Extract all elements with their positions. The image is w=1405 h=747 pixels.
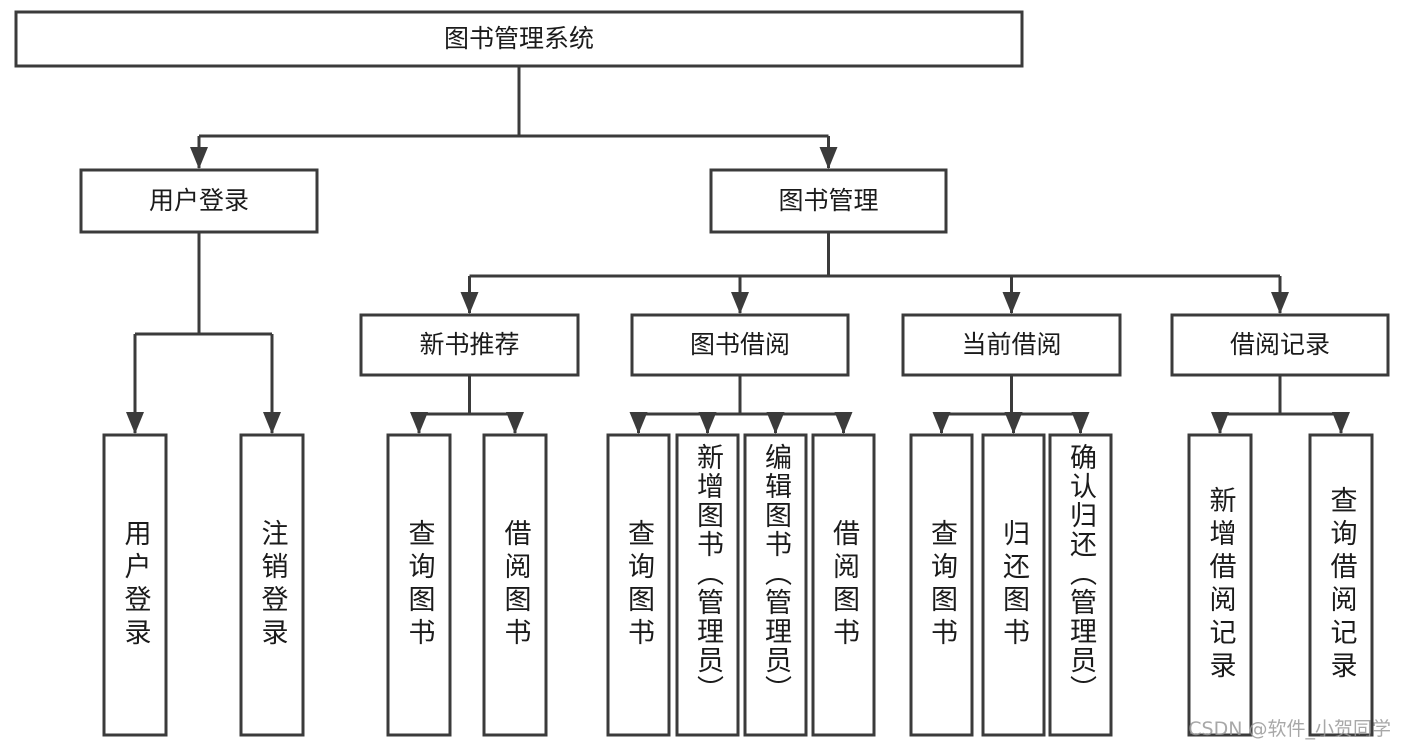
node-box[interactable] [1308,433,1374,737]
node-box[interactable] [1187,433,1253,737]
node-box[interactable] [79,168,319,234]
arrow-head-icon [1271,292,1289,314]
arrow-head-icon [1332,412,1350,434]
node-leaf-注销登录[interactable] [239,433,305,737]
node-label: 借阅记录 [1230,330,1330,359]
node-root-图书管理系统[interactable]: 图书管理系统 [14,10,1024,68]
node-level3-借阅记录[interactable]: 借阅记录 [1170,313,1390,377]
node-label: 图书借阅 [690,330,790,359]
arrow-head-icon [410,412,428,434]
node-label: 新书推荐 [419,330,519,359]
node-level3-当前借阅[interactable]: 当前借阅 [901,313,1122,377]
node-leaf-查询图书[interactable] [606,433,671,737]
arrow-head-icon [1002,292,1021,314]
node-level2-图书管理[interactable]: 图书管理 [709,168,948,234]
node-label: 图书管理 [778,186,878,215]
node-box[interactable] [606,433,671,737]
node-box[interactable] [1048,433,1113,737]
arrow-head-icon [731,292,749,314]
arrow-head-icon [263,412,281,434]
arrow-head-icon [834,412,853,434]
node-box[interactable] [386,433,452,737]
node-leaf-确认归还（管理员）[interactable] [1048,433,1113,737]
node-level3-新书推荐[interactable]: 新书推荐 [359,313,580,377]
node-box[interactable] [102,433,168,737]
node-box[interactable] [1170,313,1390,377]
node-box[interactable] [239,433,305,737]
node-leaf-新增图书（管理员）[interactable] [675,433,740,737]
node-box[interactable] [14,10,1024,68]
arrow-head-icon [190,147,208,169]
arrow-head-icon [698,412,717,434]
arrow-head-icon [766,412,785,434]
arrow-head-icon [126,412,144,434]
node-level2-用户登录[interactable]: 用户登录 [79,168,319,234]
arrow-head-icon [1211,412,1229,434]
arrow-head-icon [629,412,648,434]
arrow-head-icon [932,412,951,434]
node-leaf-查询借阅记录[interactable] [1308,433,1374,737]
arrow-head-icon [819,147,838,169]
node-box[interactable] [482,433,548,737]
node-box[interactable] [981,433,1046,737]
node-leaf-借阅图书[interactable] [482,433,548,737]
node-leaf-查询图书[interactable] [386,433,452,737]
node-box[interactable] [909,433,974,737]
node-box[interactable] [675,433,740,737]
node-leaf-新增借阅记录[interactable] [1187,433,1253,737]
node-level3-图书借阅[interactable]: 图书借阅 [630,313,850,377]
node-box[interactable] [743,433,808,737]
arrow-head-icon [1071,412,1090,434]
node-label: 当前借阅 [961,330,1061,359]
node-box[interactable] [811,433,876,737]
node-leaf-借阅图书[interactable] [811,433,876,737]
node-leaf-用户登录[interactable] [102,433,168,737]
arrow-head-icon [506,412,524,434]
arrow-head-icon [460,292,479,314]
node-label: 图书管理系统 [444,24,594,53]
node-box[interactable] [709,168,948,234]
node-leaf-编辑图书（管理员）[interactable] [743,433,808,737]
node-leaf-查询图书[interactable] [909,433,974,737]
node-box[interactable] [359,313,580,377]
node-label: 用户登录 [149,186,249,215]
watermark-text: CSDN @软件_小贺同学 [1188,718,1391,740]
node-leaf-归还图书[interactable] [981,433,1046,737]
arrow-head-icon [1004,412,1023,434]
